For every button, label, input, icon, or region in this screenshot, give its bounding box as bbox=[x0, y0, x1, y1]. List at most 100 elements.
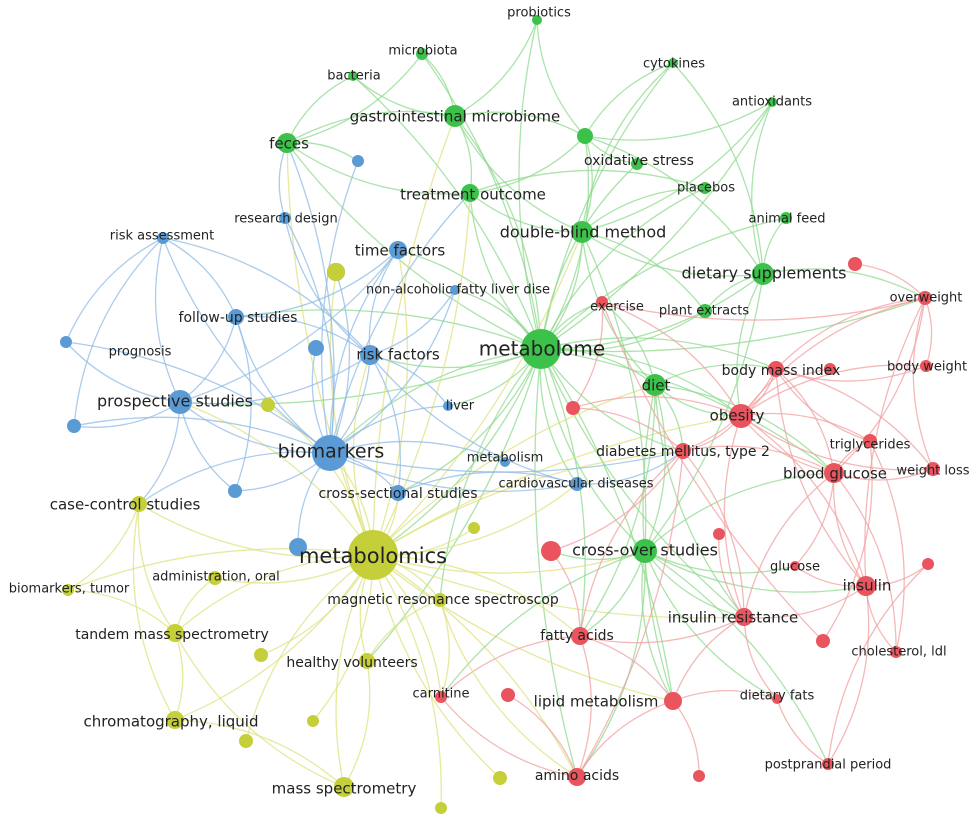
link-tandem-chromato bbox=[174, 632, 184, 721]
link-riskfactors-cardio bbox=[369, 354, 578, 485]
node-biomarkers[interactable] bbox=[312, 435, 348, 471]
node-cytokines[interactable] bbox=[668, 58, 678, 68]
node-metabolism[interactable] bbox=[500, 457, 510, 467]
node-prognosis[interactable] bbox=[60, 336, 72, 348]
node-timefactors[interactable] bbox=[389, 241, 407, 259]
link-biomarkers-prognosis bbox=[65, 341, 331, 454]
node-feces[interactable] bbox=[277, 133, 297, 153]
node-casecontrol[interactable] bbox=[131, 496, 147, 512]
node-r_extra9[interactable] bbox=[816, 634, 830, 648]
node-liver[interactable] bbox=[443, 401, 453, 411]
link-tandem-massspec bbox=[174, 632, 345, 788]
node-mrs[interactable] bbox=[433, 593, 447, 607]
node-followup[interactable] bbox=[228, 309, 244, 325]
node-microbiota[interactable] bbox=[416, 48, 428, 60]
node-animalfeed[interactable] bbox=[780, 212, 792, 224]
node-research[interactable] bbox=[279, 212, 291, 224]
node-r_extra2[interactable] bbox=[566, 401, 580, 415]
node-b_extra1[interactable] bbox=[352, 155, 364, 167]
node-gastro[interactable] bbox=[444, 105, 466, 127]
link-adminoral-tandem bbox=[174, 577, 216, 634]
node-y_extra8[interactable] bbox=[327, 263, 345, 281]
node-r_extra3[interactable] bbox=[824, 363, 836, 375]
link-metabolomics-aminoacids bbox=[372, 554, 578, 778]
label-metabolomics: metabolomics bbox=[299, 544, 447, 568]
node-insresist[interactable] bbox=[735, 608, 753, 626]
node-adminoral[interactable] bbox=[208, 571, 222, 585]
node-aminoacids[interactable] bbox=[568, 768, 586, 786]
node-fattyacids[interactable] bbox=[571, 627, 589, 645]
node-g_extra1[interactable] bbox=[631, 158, 643, 170]
node-y_extra3[interactable] bbox=[239, 734, 253, 748]
node-oxstress[interactable] bbox=[577, 128, 593, 144]
node-y_extra2[interactable] bbox=[254, 648, 268, 662]
node-crosssect[interactable] bbox=[390, 485, 406, 501]
node-healthy[interactable] bbox=[359, 653, 375, 669]
node-carnitine[interactable] bbox=[435, 691, 447, 703]
node-trig[interactable] bbox=[863, 434, 877, 448]
node-r_extra8[interactable] bbox=[501, 688, 515, 702]
node-antioxidants[interactable] bbox=[767, 97, 777, 107]
link-overweight-bloodglucose bbox=[833, 297, 926, 474]
node-insulin[interactable] bbox=[856, 576, 876, 596]
node-y_extra4[interactable] bbox=[307, 715, 319, 727]
node-y_extra6[interactable] bbox=[435, 802, 447, 814]
node-r_extra6[interactable] bbox=[713, 528, 725, 540]
node-tandem[interactable] bbox=[166, 624, 184, 642]
node-y_extra7[interactable] bbox=[468, 522, 480, 534]
node-postprandial[interactable] bbox=[822, 758, 834, 770]
node-b_extra5[interactable] bbox=[228, 484, 242, 498]
node-riskassess[interactable] bbox=[157, 232, 169, 244]
node-bodyweight[interactable] bbox=[920, 360, 932, 372]
node-diabetes[interactable] bbox=[675, 443, 691, 459]
node-bloodglucose[interactable] bbox=[824, 463, 844, 483]
node-y_extra5[interactable] bbox=[493, 771, 507, 785]
link-diet-insresist bbox=[654, 384, 745, 618]
node-crossover[interactable] bbox=[633, 539, 657, 563]
node-b_extra3[interactable] bbox=[308, 340, 324, 356]
node-cardio[interactable] bbox=[570, 477, 584, 491]
node-dietaryfats[interactable] bbox=[772, 694, 782, 704]
link-treatment-dblind bbox=[469, 192, 583, 233]
node-treatment[interactable] bbox=[461, 184, 479, 202]
node-glucose[interactable] bbox=[790, 561, 800, 571]
node-massspec[interactable] bbox=[334, 777, 354, 797]
node-plantext[interactable] bbox=[698, 304, 712, 318]
node-weightloss[interactable] bbox=[926, 462, 940, 476]
node-prospective[interactable] bbox=[168, 390, 192, 414]
node-placebos[interactable] bbox=[699, 182, 711, 194]
node-lipidmet[interactable] bbox=[664, 692, 682, 710]
node-biotumor[interactable] bbox=[62, 584, 74, 596]
node-bacteria[interactable] bbox=[348, 71, 358, 81]
node-r_extra7[interactable] bbox=[693, 770, 705, 782]
node-r_extra4[interactable] bbox=[848, 257, 862, 271]
node-metabolomics[interactable] bbox=[348, 530, 398, 580]
link-dblind-crossover bbox=[581, 231, 647, 552]
node-riskfactors[interactable] bbox=[360, 345, 380, 365]
node-chol[interactable] bbox=[890, 646, 902, 658]
node-b_extra4[interactable] bbox=[67, 419, 81, 433]
node-dblind[interactable] bbox=[571, 221, 593, 243]
node-dietsupp[interactable] bbox=[752, 263, 774, 285]
label-massspec: mass spectrometry bbox=[272, 780, 417, 798]
link-obesity-r_extra2 bbox=[572, 395, 742, 417]
nodes-layer bbox=[60, 15, 940, 814]
link-insresist-lipidmet bbox=[672, 616, 745, 702]
node-r_extra1[interactable] bbox=[541, 541, 561, 561]
node-chromato[interactable] bbox=[166, 711, 184, 729]
link-metabolomics-treatment bbox=[372, 192, 471, 556]
label-obesity: obesity bbox=[710, 407, 765, 425]
node-b_extra6[interactable] bbox=[289, 538, 307, 556]
node-y_extra1[interactable] bbox=[261, 398, 275, 412]
node-nafld[interactable] bbox=[450, 285, 460, 295]
node-diet[interactable] bbox=[644, 374, 666, 396]
node-bmi[interactable] bbox=[768, 361, 784, 377]
node-r_extra5[interactable] bbox=[922, 558, 934, 570]
link-bloodglucose-weightloss bbox=[833, 468, 934, 481]
node-overweight[interactable] bbox=[918, 291, 932, 305]
node-obesity[interactable] bbox=[729, 404, 753, 428]
node-exercise[interactable] bbox=[596, 296, 608, 308]
node-metabolome[interactable] bbox=[521, 329, 561, 369]
node-probiotics[interactable] bbox=[532, 15, 542, 25]
label-bodyweight: body weight bbox=[887, 360, 967, 375]
